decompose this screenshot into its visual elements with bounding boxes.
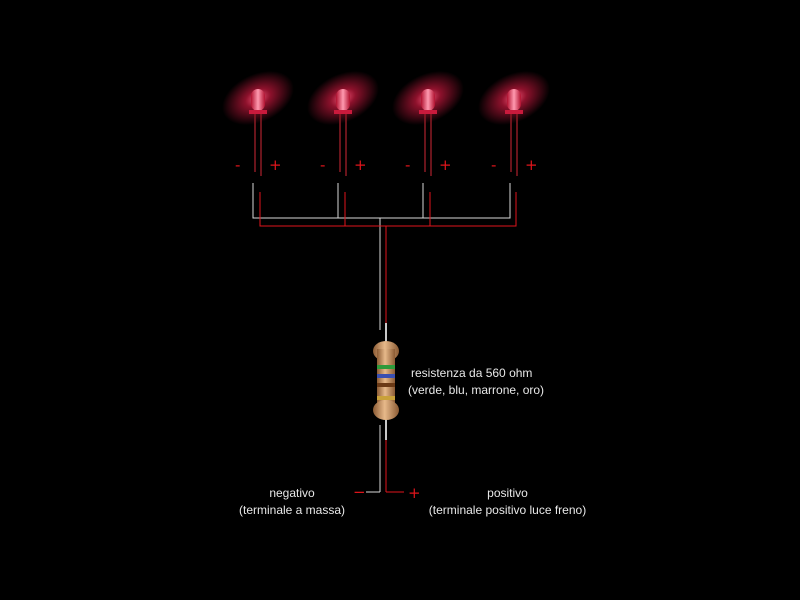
resistor-band-3 [377, 383, 395, 387]
led-3-minus-sign: - [405, 156, 411, 174]
led [478, 70, 550, 176]
led-2-minus-sign: - [320, 156, 326, 174]
positive-terminal-desc: (terminale positivo luce freno) [428, 503, 587, 517]
resistor-value-text: resistenza da 560 ohm [411, 366, 533, 380]
led [392, 70, 464, 176]
negative-wiring [252, 183, 511, 493]
positive-wiring [259, 192, 517, 493]
led [307, 70, 379, 176]
resistor-band-4 [377, 396, 395, 400]
resistor-label: resistenza da 560 ohm (verde, blu, marro… [408, 365, 544, 399]
negative-terminal-title: negativo [269, 486, 315, 500]
resistor-band-2 [377, 374, 395, 378]
positive-terminal-sign: + [408, 484, 421, 502]
led [222, 70, 294, 176]
resistor [373, 323, 399, 440]
negative-terminal-desc: (terminale a massa) [238, 503, 346, 517]
led-3-plus-sign: + [439, 156, 452, 174]
led-4-plus-sign: + [525, 156, 538, 174]
negative-terminal-sign: − [353, 483, 366, 501]
resistor-bands-text: (verde, blu, marrone, oro) [408, 383, 545, 397]
led-4-minus-sign: - [491, 156, 497, 174]
led-2-plus-sign: + [354, 156, 367, 174]
led-1-plus-sign: + [269, 156, 282, 174]
positive-terminal-label: positivo (terminale positivo luce freno) [420, 485, 595, 519]
led-1-minus-sign: - [235, 156, 241, 174]
resistor-band-1 [377, 365, 395, 369]
positive-terminal-title: positivo [487, 486, 528, 500]
negative-terminal-label: negativo (terminale a massa) [232, 485, 352, 519]
